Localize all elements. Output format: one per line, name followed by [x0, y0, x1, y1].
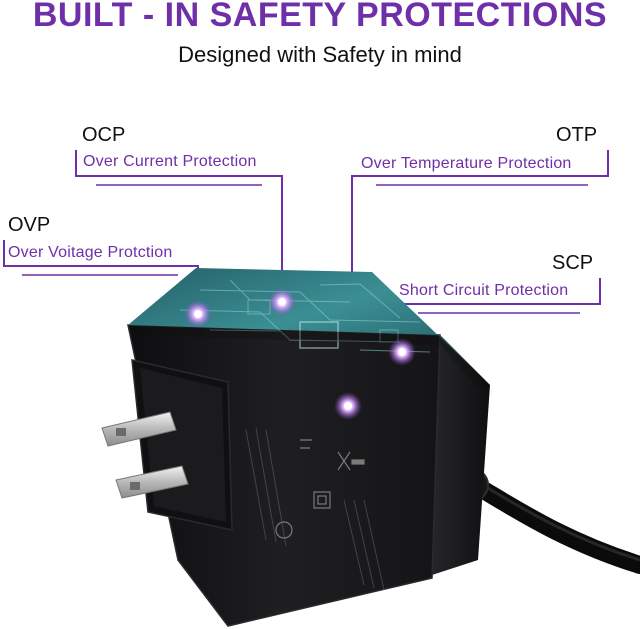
page-title: BUILT - IN SAFETY PROTECTIONS — [32, 0, 608, 34]
certification-marks-icon — [275, 439, 365, 539]
us-plug-prongs-icon — [101, 359, 233, 531]
otp-label: Over Temperature Protection — [361, 155, 572, 172]
otp-abbr: OTP — [556, 124, 598, 146]
ocp-abbr: OCP — [82, 124, 126, 146]
scp-abbr: SCP — [552, 252, 594, 274]
label-print-lines — [245, 427, 385, 591]
callout-lines — [3, 150, 609, 405]
scp-label: Short Circuit Protection — [399, 282, 569, 299]
protection-points — [184, 288, 416, 420]
ocp-label: Over Current Protection — [83, 153, 257, 170]
ovp-abbr: OVP — [8, 214, 51, 236]
adapter-top-circuit — [128, 268, 490, 385]
ocp-callout-line — [75, 150, 283, 300]
adapter-side-face — [432, 335, 490, 575]
ovp-label: Over Voitage Protction — [8, 244, 173, 261]
page-subtitle: Designed with Safety in mind — [178, 42, 462, 67]
